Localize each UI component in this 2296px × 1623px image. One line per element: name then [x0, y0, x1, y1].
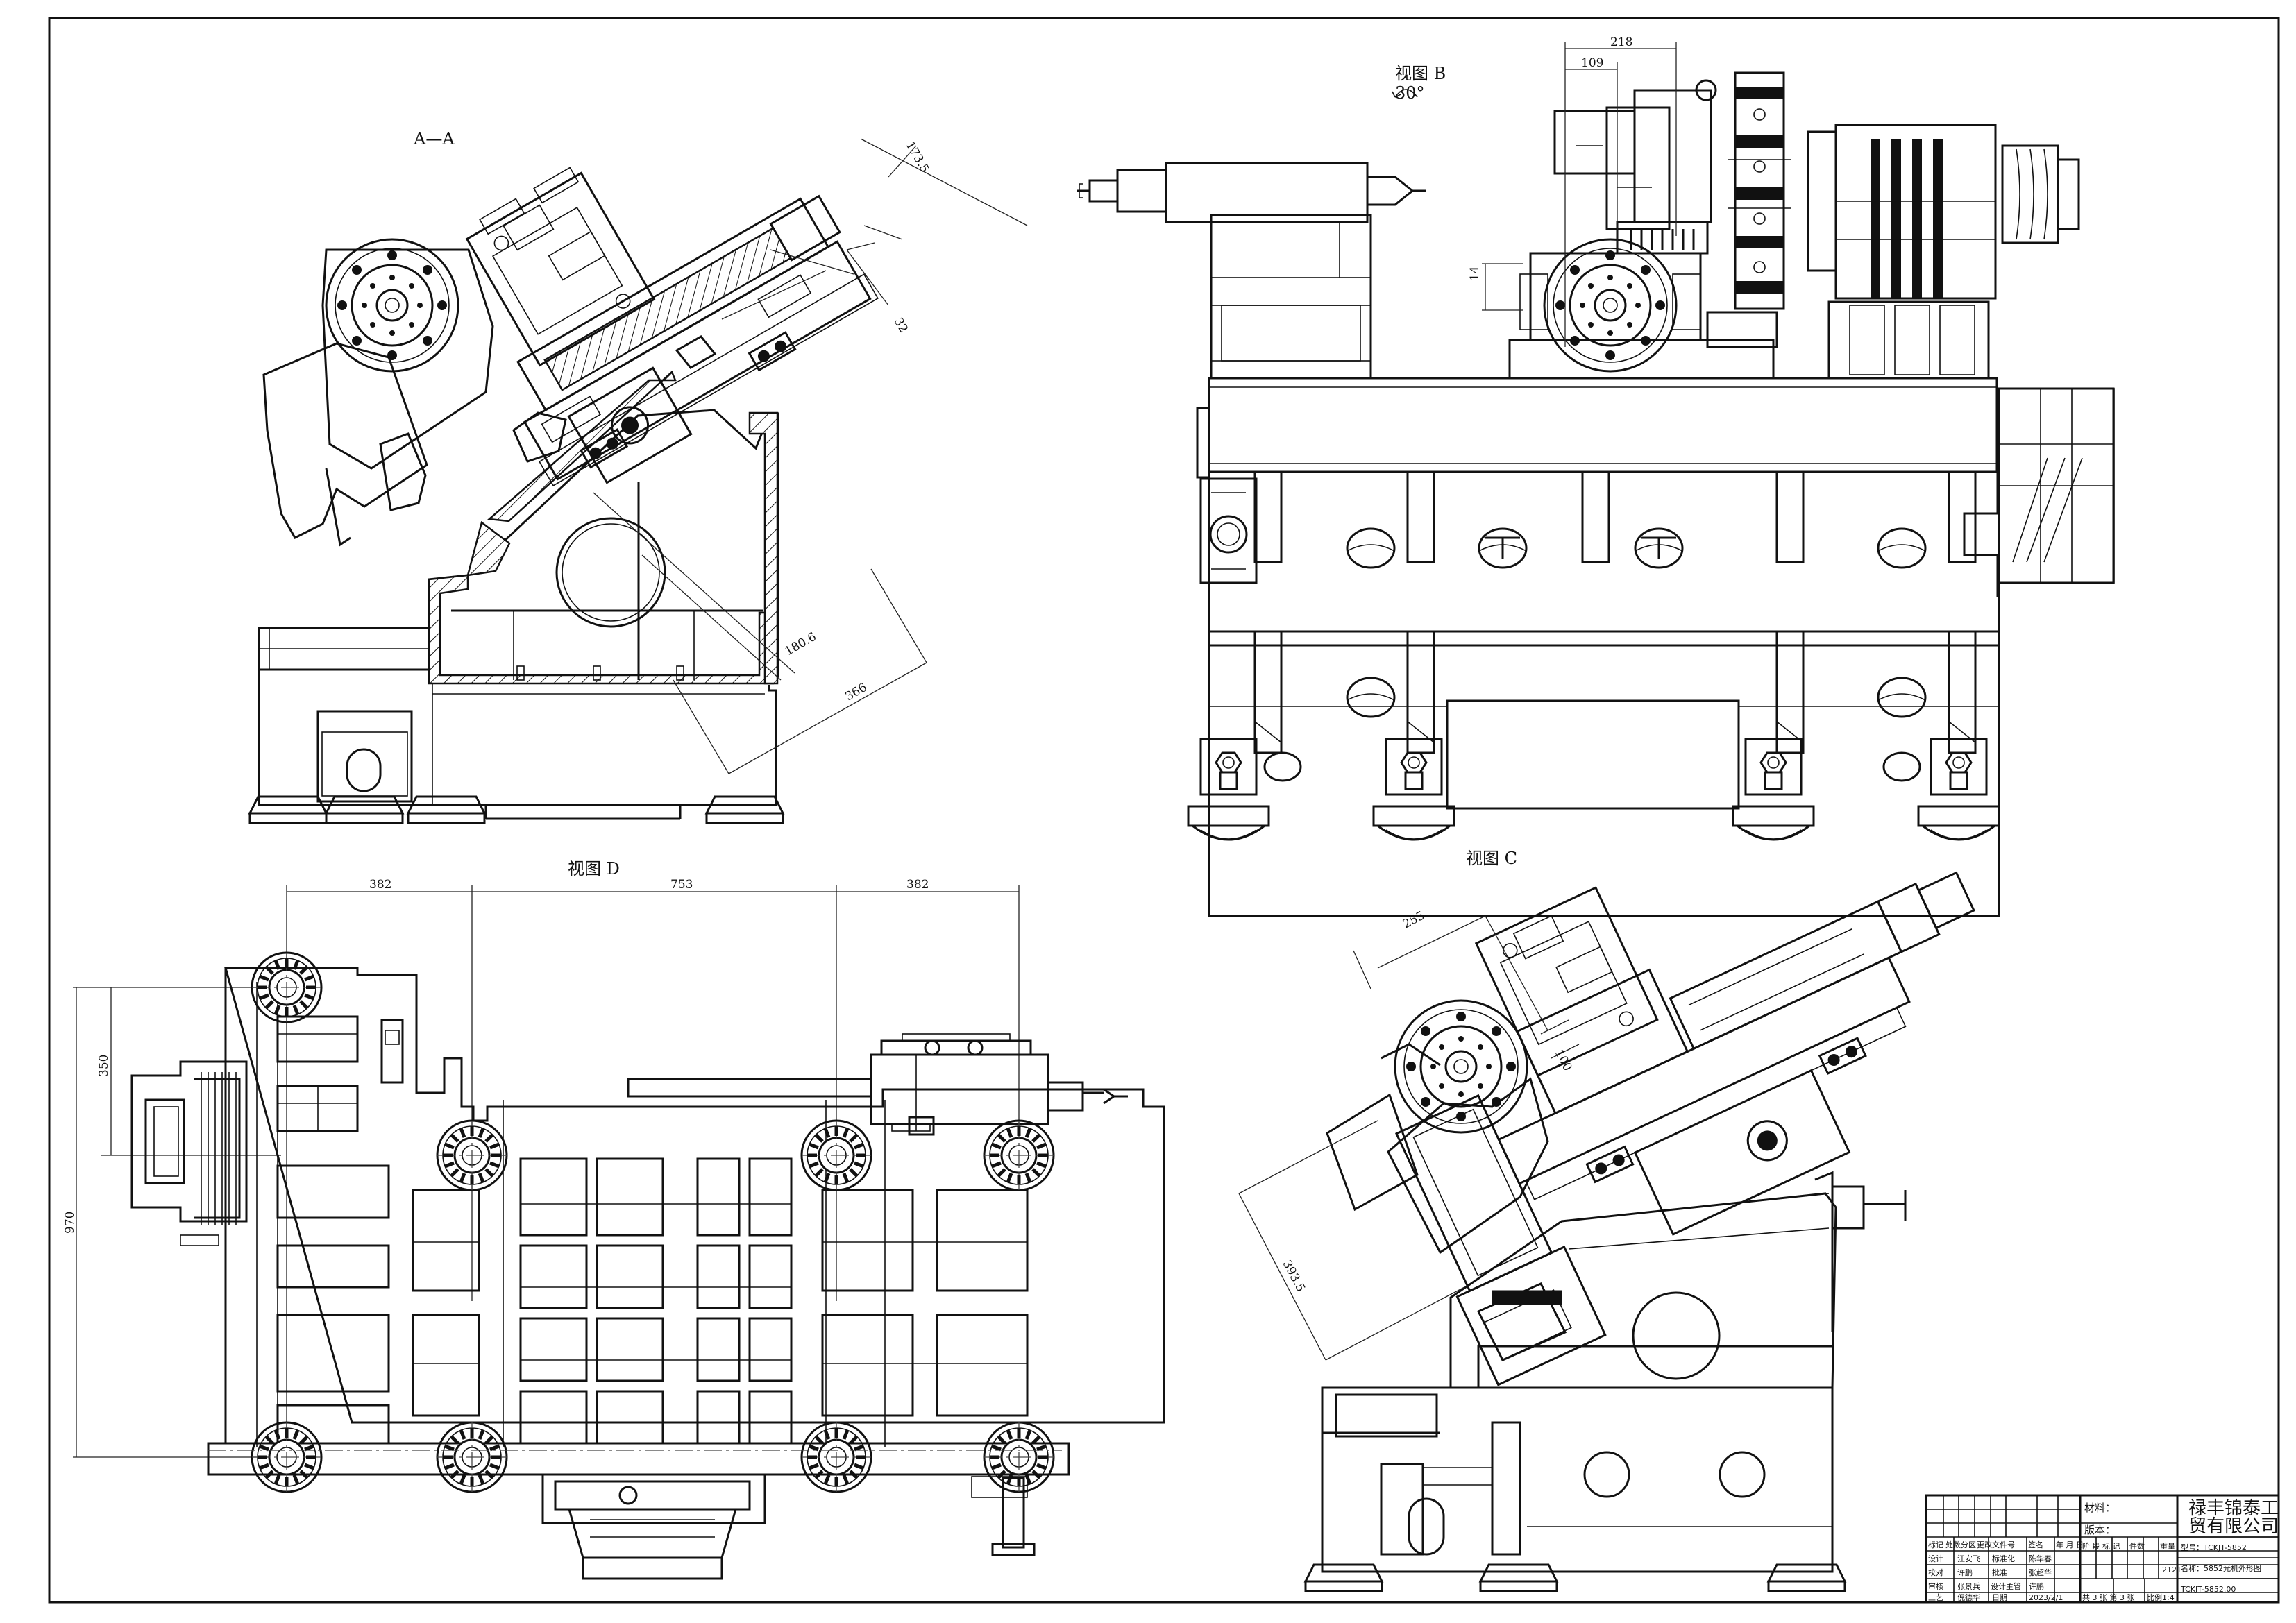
dim-d-350: 350 [97, 1055, 111, 1077]
tb-r1-c2: 标准化 [1992, 1554, 2015, 1563]
tb-company-line2: 贸有限公司 [2188, 1516, 2279, 1537]
dim-d-382-right: 382 [906, 878, 929, 892]
tb-r2-c3: 张超华 [2029, 1567, 2052, 1577]
tb-r2-c0: 校对 [1928, 1567, 1943, 1577]
tb-r0-c1: 处数 [1945, 1540, 1961, 1549]
tb-r3-c1: 张景兵 [1957, 1582, 1980, 1591]
view-aa-section: A—A [248, 129, 1028, 824]
tb-r0-c5: 年 月 日 [2056, 1540, 2084, 1549]
tb-r0-c4: 签名 [2028, 1540, 2043, 1549]
dim-b-218: 218 [1610, 35, 1632, 49]
tb-version-label: 版本： [2084, 1524, 2116, 1536]
tb-mass-header: 重量 [2160, 1541, 2175, 1551]
tb-r3-c2: 设计主管 [1991, 1581, 2021, 1591]
view-b-label: 视图 B [1395, 64, 1446, 83]
tb-company-line1: 禄丰锦泰工 [2188, 1498, 2279, 1519]
tb-r0-c0: 标记 [1928, 1540, 1943, 1549]
tb-r4-c1: 倪德华 [1957, 1592, 1980, 1602]
tb-scale-code: 2121 [2162, 1565, 2181, 1574]
view-d-plan: 视图 D 382 753 382 350 970 [63, 859, 1165, 1580]
drawing-border [48, 17, 2280, 1604]
tb-r4-c3: 2023/2/1 [2029, 1593, 2063, 1602]
tb-r1-c3: 陈华春 [2029, 1554, 2052, 1563]
view-d-label: 视图 D [568, 859, 620, 878]
tb-model: 型号：TCKJT-5852 [2181, 1543, 2247, 1552]
title-block: 材料： 版本： 禄丰锦泰工 贸有限公司 型号：TCKJT-5852 名称：585… [1925, 1494, 2280, 1604]
tb-r4-c2: 日期 [1992, 1593, 2007, 1602]
dim-b-14: 14 [1468, 266, 1482, 281]
tb-sheet: 共 3 张 第 3 张 [2082, 1592, 2134, 1602]
tb-weight-header: 件数 [2129, 1542, 2145, 1551]
tb-name: 名称：5852光机外形图 [2181, 1563, 2261, 1573]
view-aa-label: A—A [413, 129, 455, 148]
view-b-rotation: 30° [1395, 83, 1425, 103]
tb-drawing-no: TCKJT-5852.00 [2180, 1585, 2236, 1594]
dim-d-753: 753 [670, 878, 693, 892]
tb-r1-c0: 设计 [1928, 1554, 1943, 1563]
tb-r3-c0: 审核 [1928, 1581, 1943, 1591]
dim-b-109: 109 [1581, 56, 1603, 70]
view-b-front: 视图 B 30° [1077, 35, 2115, 917]
view-c-label: 视图 C [1466, 849, 1517, 868]
dim-d-970: 970 [63, 1212, 77, 1234]
tb-ratio: 比例1:4 [2147, 1592, 2175, 1602]
tb-r0-c2: 分区 [1961, 1540, 1976, 1549]
dim-d-382-left: 382 [369, 878, 391, 892]
tb-material-label: 材料： [2084, 1502, 2116, 1514]
tb-r2-c1: 许鹏 [1957, 1568, 1973, 1577]
tb-r4-c0: 工艺 [1928, 1593, 1943, 1602]
tb-r3-c3: 许鹏 [2029, 1582, 2044, 1591]
tb-r2-c2: 批准 [1992, 1567, 2007, 1577]
tb-stage-header: 阶 段 标 记 [2082, 1541, 2120, 1551]
tb-r0-c3: 更改文件号 [1977, 1540, 2015, 1549]
tb-r1-c1: 江安飞 [1957, 1554, 1980, 1563]
